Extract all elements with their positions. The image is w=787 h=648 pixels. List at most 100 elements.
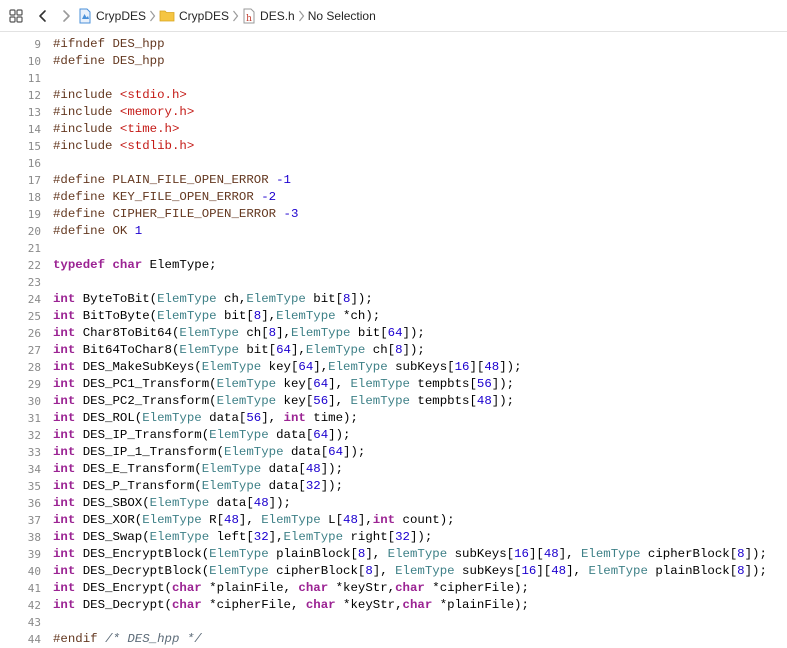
code-token: ],	[276, 326, 291, 340]
code-text[interactable]: #define DES_hpp	[53, 53, 165, 70]
code-token: *keyStr,	[328, 581, 396, 595]
code-text[interactable]: int DES_ROL(ElemType data[56], int time)…	[53, 410, 358, 427]
code-token: ElemType	[224, 445, 284, 459]
code-text[interactable]: #include <time.h>	[53, 121, 179, 138]
breadcrumb-symbol[interactable]: No Selection	[308, 0, 376, 31]
code-token: ElemType	[201, 479, 262, 493]
code-line[interactable]: 29 int DES_PC1_Transform(ElemType key[64]…	[0, 376, 787, 393]
code-token: bit[	[350, 326, 388, 340]
code-text[interactable]: int DES_E_Transform(ElemType data[48]);	[53, 461, 343, 478]
code-line[interactable]: 15#include <stdlib.h>	[0, 138, 787, 155]
code-token: DES_Decrypt(	[75, 598, 172, 612]
code-text[interactable]: int Char8ToBit64(ElemType ch[8],ElemType…	[53, 325, 425, 342]
code-text[interactable]: #define OK 1	[53, 223, 142, 240]
breadcrumb-group[interactable]: CrypDES	[159, 0, 229, 31]
back-button[interactable]	[32, 0, 54, 31]
code-text[interactable]: int DES_DecryptBlock(ElemType cipherBloc…	[53, 563, 767, 580]
code-line[interactable]: 11	[0, 70, 787, 87]
breadcrumb-separator-icon	[232, 9, 239, 23]
breadcrumb-project[interactable]: CrypDES	[78, 0, 146, 31]
code-line[interactable]: 17#define PLAIN_FILE_OPEN_ERROR -1	[0, 172, 787, 189]
code-text[interactable]: #define CIPHER_FILE_OPEN_ERROR -3	[53, 206, 298, 223]
code-token: <stdlib.h>	[119, 139, 195, 153]
code-token: 64	[298, 360, 314, 374]
code-line[interactable]: 44#endif /* DES_hpp */	[0, 631, 787, 648]
code-text[interactable]: int BitToByte(ElemType bit[8],ElemType *…	[53, 308, 380, 325]
code-token: int	[53, 326, 76, 340]
code-text[interactable]: int DES_IP_Transform(ElemType data[64]);	[53, 427, 350, 444]
code-line[interactable]: 10#define DES_hpp	[0, 53, 787, 70]
code-text[interactable]: int DES_PC1_Transform(ElemType key[64], …	[53, 376, 514, 393]
code-token: char	[395, 581, 425, 595]
code-line[interactable]: 23	[0, 274, 787, 291]
code-line[interactable]: 43	[0, 614, 787, 631]
code-text[interactable]: int DES_SBOX(ElemType data[48]);	[53, 495, 291, 512]
code-line[interactable]: 18#define KEY_FILE_OPEN_ERROR -2	[0, 189, 787, 206]
line-number: 20	[27, 225, 41, 238]
code-line[interactable]: 13#include <memory.h>	[0, 104, 787, 121]
code-line[interactable]: 9#ifndef DES_hpp	[0, 36, 787, 53]
line-number: 36	[27, 497, 41, 510]
code-text[interactable]: #include <stdio.h>	[53, 87, 187, 104]
related-items-button[interactable]	[0, 0, 32, 31]
line-number: 37	[27, 514, 41, 527]
code-token: <memory.h>	[119, 105, 195, 119]
code-text[interactable]: int DES_EncryptBlock(ElemType plainBlock…	[53, 546, 767, 563]
code-text[interactable]: #endif /* DES_hpp */	[53, 631, 202, 648]
code-text[interactable]: int DES_Swap(ElemType left[32],ElemType …	[53, 529, 432, 546]
code-token: 8	[343, 292, 351, 306]
code-text[interactable]: #include <memory.h>	[53, 104, 194, 121]
code-token: #ifndef DES_hpp	[53, 37, 165, 51]
code-text[interactable]: int ByteToBit(ElemType ch,ElemType bit[8…	[53, 291, 373, 308]
code-text[interactable]: int DES_PC2_Transform(ElemType key[56], …	[53, 393, 514, 410]
code-text[interactable]: #define KEY_FILE_OPEN_ERROR -2	[53, 189, 276, 206]
code-text[interactable]: int Bit64ToChar8(ElemType bit[64],ElemTy…	[53, 342, 425, 359]
code-line[interactable]: 20 #define OK 1	[0, 223, 787, 240]
code-line[interactable]: 19#define CIPHER_FILE_OPEN_ERROR -3	[0, 206, 787, 223]
code-line[interactable]: 16	[0, 155, 787, 172]
code-token: ch[	[365, 343, 396, 357]
code-token: plainBlock[	[268, 547, 358, 561]
code-text[interactable]: int DES_XOR(ElemType R[48], ElemType L[4…	[53, 512, 455, 529]
code-line[interactable]: 12#include <stdio.h>	[0, 87, 787, 104]
code-text[interactable]: int DES_Encrypt(char *plainFile, char *k…	[53, 580, 529, 597]
chevron-left-icon	[38, 9, 48, 23]
code-text[interactable]: int DES_IP_1_Transform(ElemType data[64]…	[53, 444, 365, 461]
code-text[interactable]: int DES_Decrypt(char *cipherFile, char *…	[53, 597, 529, 614]
code-token: ElemType	[350, 377, 410, 391]
forward-button[interactable]	[54, 0, 78, 31]
breadcrumb-label: CrypDES	[96, 8, 147, 23]
code-text[interactable]: #ifndef DES_hpp	[53, 36, 165, 53]
line-number: 29	[27, 378, 41, 391]
code-text[interactable]: typedef char ElemType;	[53, 257, 217, 274]
code-token: -1	[276, 173, 291, 187]
code-line[interactable]: 14#include <time.h>	[0, 121, 787, 138]
breadcrumb-file[interactable]: h DES.h	[242, 0, 295, 31]
code-text[interactable]: int DES_MakeSubKeys(ElemType key[64],Ele…	[53, 359, 522, 376]
code-line[interactable]: 37 int DES_XOR(ElemType R[48], ElemType L…	[0, 512, 787, 529]
svg-text:h: h	[246, 14, 252, 24]
code-text[interactable]: int DES_P_Transform(ElemType data[32]);	[53, 478, 343, 495]
code-line[interactable]: 36 int DES_SBOX(ElemType data[48]);	[0, 495, 787, 512]
code-text[interactable]: #define PLAIN_FILE_OPEN_ERROR -1	[53, 172, 291, 189]
code-token: char	[305, 598, 336, 612]
code-line[interactable]: 21	[0, 240, 787, 257]
code-text[interactable]: #include <stdlib.h>	[53, 138, 194, 155]
